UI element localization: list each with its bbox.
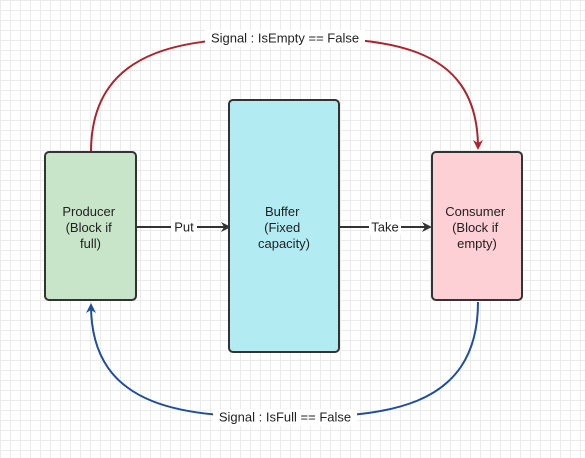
producer-box [44, 151, 137, 301]
consumer-node[interactable]: Consumer (Block if empty) [431, 151, 523, 301]
producer-node[interactable]: Producer (Block if full) [44, 151, 137, 301]
consumer-box [431, 151, 523, 301]
put-edge-label-group: Put [171, 219, 197, 235]
signal-full-label: Signal : IsFull == False [219, 410, 351, 425]
buffer-label: Buffer (Fixed capacity) [258, 204, 310, 251]
producer-label: Producer (Block if full) [62, 204, 118, 251]
take-edge-label-group: Take [369, 219, 401, 235]
signal-full-label-group: Signal : IsFull == False [213, 409, 357, 426]
signal-empty-label: Signal : IsEmpty == False [211, 31, 359, 46]
signal-empty-label-group: Signal : IsEmpty == False [205, 30, 365, 47]
consumer-label: Consumer (Block if empty) [445, 204, 509, 251]
buffer-node[interactable]: Buffer (Fixed capacity) [228, 99, 340, 353]
put-edge-label: Put [174, 220, 194, 235]
take-edge-label: Take [371, 220, 398, 235]
buffer-box [228, 99, 340, 353]
